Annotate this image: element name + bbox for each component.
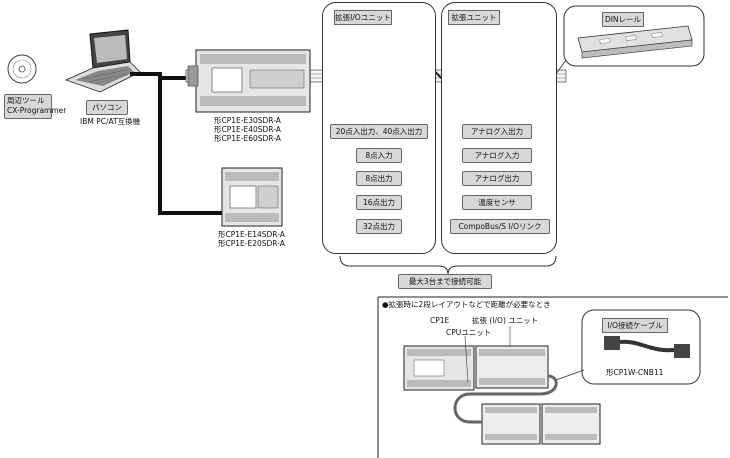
cable-model-label: 形CP1W-CNB11	[606, 368, 664, 377]
ext-unit-item-5: CompoBus/S I/Oリンク	[450, 219, 550, 234]
io-unit-panel-title: 拡張I/Oユニット	[334, 10, 392, 25]
bottom-cpu-label-2: CPUユニット	[446, 328, 492, 337]
cpu-bottom-model-2: 形CP1E-E20SDR-A	[218, 239, 285, 248]
tool-label-line1: 周辺ツール	[7, 96, 45, 105]
ext-unit-item-2: アナログ入力	[462, 148, 532, 163]
io-connecting-cable	[453, 374, 558, 424]
io-unit-item-1: 20点入出力、40点入出力	[330, 124, 428, 139]
cpu-bottom-models: 形CP1E-E14SDR-A 形CP1E-E20SDR-A	[218, 230, 285, 248]
bottom-cpu-drawing	[403, 345, 475, 391]
bottom-section-border	[377, 296, 728, 458]
cpu-pointer-line	[464, 335, 469, 383]
bottom-io-label: 拡張 (I/O) ユニット	[472, 316, 539, 325]
cpu-unit-bottom-drawing	[221, 167, 283, 227]
bottom-cpu-label-1: CP1E	[430, 316, 450, 325]
cpu-bottom-model-1: 形CP1E-E14SDR-A	[218, 230, 285, 239]
bottom-io-row2-drawing	[481, 403, 601, 445]
ext-unit-item-3: アナログ出力	[462, 171, 532, 186]
max-units-brace	[339, 255, 557, 275]
max-units-note: 最大3台まで接続可能	[398, 274, 492, 289]
pc-label: パソコン	[86, 100, 128, 115]
cpu-top-model-3: 形CP1E-E60SDR-A	[214, 134, 281, 143]
ext-unit-panel-title: 拡張ユニット	[448, 10, 500, 25]
io-unit-item-3: 8点出力	[356, 171, 402, 186]
laptop-icon	[64, 29, 141, 93]
din-rail-callout	[555, 5, 705, 75]
cpu-unit-top-drawing	[187, 49, 311, 113]
io-unit-item-5: 32点出力	[356, 219, 402, 234]
ext-unit-item-4: 温度センサ	[462, 195, 532, 210]
cpu-top-model-1: 形CP1E-E30SDR-A	[214, 116, 281, 125]
cpu-top-model-2: 形CP1E-E40SDR-A	[214, 125, 281, 134]
io-unit-item-4: 16点出力	[356, 195, 402, 210]
io-unit-item-2: 8点入力	[356, 148, 402, 163]
cd-disc-icon	[7, 54, 37, 84]
ext-unit-item-1: アナログ入出力	[462, 124, 532, 139]
bottom-io-drawing	[475, 345, 549, 389]
tool-label-line2: CX-Programmer	[7, 106, 67, 115]
cpu-top-models: 形CP1E-E30SDR-A 形CP1E-E40SDR-A 形CP1E-E60S…	[214, 116, 281, 143]
bottom-section-title: ●拡張時に2段レイアウトなどで距離が必要なとき	[382, 300, 551, 309]
cable-header-label: I/O接続ケーブル	[602, 318, 668, 333]
usb-cable	[130, 72, 226, 215]
pc-sublabel: IBM PC/AT互換機	[80, 117, 141, 126]
din-rail-label: DINレール	[602, 12, 644, 27]
tool-label: 周辺ツール CX-Programmer	[4, 94, 66, 119]
